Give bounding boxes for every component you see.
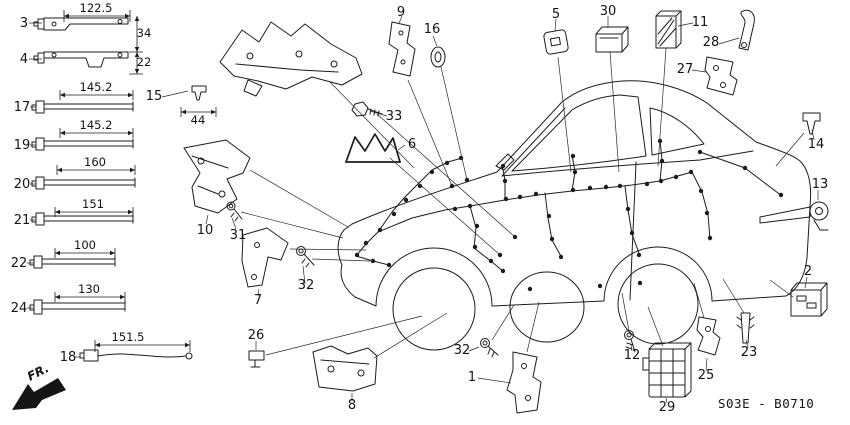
part-box-30 <box>595 26 629 53</box>
fr-direction-label: FR. <box>25 361 51 384</box>
leader-lines <box>27 15 819 404</box>
connector-dots <box>354 138 784 292</box>
dimension-122.5: 122.5 <box>80 1 113 15</box>
callout-6: 6 <box>408 137 416 152</box>
callout-27: 27 <box>677 62 694 77</box>
callout-7: 7 <box>254 293 262 308</box>
callout-21: 21 <box>14 213 31 228</box>
dimension-145.2: 145.2 <box>80 80 113 94</box>
callout-23: 23 <box>741 345 758 360</box>
part-bracket-3 <box>33 17 129 31</box>
rear-wheel <box>617 263 699 345</box>
callout-14: 14 <box>808 137 825 152</box>
part-bracket-25 <box>696 316 721 356</box>
fr-arrow-icon <box>12 378 66 410</box>
part-strip-19 <box>31 137 134 151</box>
part-box-2 <box>790 282 828 317</box>
callout-25: 25 <box>698 368 715 383</box>
dimension-lines <box>54 10 217 352</box>
part-bracket-8 <box>312 345 378 392</box>
callout-32: 32 <box>454 343 471 358</box>
part-bracket-10 <box>183 139 251 214</box>
callout-15: 15 <box>146 89 163 104</box>
part-bracket-6 <box>345 133 401 163</box>
diagram-code: S03E - B0710 <box>718 396 814 411</box>
callout-30: 30 <box>600 4 617 19</box>
part-strip-22 <box>29 255 116 269</box>
part-connector-29 <box>642 342 692 398</box>
callout-22: 22 <box>11 256 28 271</box>
callout-4: 4 <box>20 52 28 67</box>
part-bolt-31 <box>226 201 243 222</box>
dimension-labels: 122.5 34 22 145.2 145.2 160 151 100 130 151.5 44 <box>74 1 205 344</box>
callout-29: 29 <box>659 400 676 415</box>
part-bracket-13 <box>759 201 829 231</box>
dimension-100: 100 <box>74 238 96 252</box>
fr-direction: FR. <box>12 361 66 410</box>
part-strip-24 <box>29 299 126 315</box>
part-pad-11 <box>655 10 682 49</box>
wiring-harness <box>355 139 783 273</box>
part-clip-5 <box>543 29 569 55</box>
dimension-130: 130 <box>78 282 100 296</box>
dimension-151: 151 <box>82 197 104 211</box>
loose-parts <box>183 9 829 414</box>
callout-11: 11 <box>692 15 709 30</box>
part-bracket-1 <box>506 351 542 414</box>
car-body-outline <box>337 80 812 351</box>
callout-8: 8 <box>348 398 356 413</box>
dimension-34: 34 <box>137 26 152 40</box>
callout-31: 31 <box>230 228 247 243</box>
part-firewall-bracket <box>219 21 363 97</box>
part-strip-21 <box>31 212 134 226</box>
callout-10: 10 <box>197 223 214 238</box>
front-wheel <box>392 267 476 351</box>
dimension-44: 44 <box>191 113 206 127</box>
callout-2: 2 <box>804 264 812 279</box>
callout-1: 1 <box>468 370 476 385</box>
callout-26: 26 <box>248 328 265 343</box>
part-wire-18 <box>79 349 193 362</box>
part-strip-17 <box>31 100 134 114</box>
dimension-22: 22 <box>137 55 152 69</box>
callout-labels: 1234567891011121314151617181920212223242… <box>11 4 829 415</box>
part-clip-15 <box>191 85 207 101</box>
part-clip-23 <box>736 312 755 344</box>
part-strap-28 <box>738 9 755 51</box>
callout-3: 3 <box>20 16 28 31</box>
callout-9: 9 <box>397 5 405 20</box>
left-parts-column <box>29 17 207 362</box>
part-bracket-27 <box>704 56 738 96</box>
part-strip-20 <box>31 176 136 190</box>
side-mirror <box>495 153 515 171</box>
callout-32: 32 <box>298 278 315 293</box>
callout-17: 17 <box>14 100 31 115</box>
callout-16: 16 <box>424 22 441 37</box>
callout-5: 5 <box>552 7 560 22</box>
dimension-160: 160 <box>84 155 106 169</box>
far-front-wheel <box>509 271 585 343</box>
callout-33: 33 <box>386 109 403 124</box>
callout-24: 24 <box>11 301 28 316</box>
callout-13: 13 <box>812 177 829 192</box>
dimension-145.2: 145.2 <box>80 118 113 132</box>
part-bracket-4 <box>33 51 129 68</box>
callout-12: 12 <box>624 348 641 363</box>
callout-20: 20 <box>14 177 31 192</box>
part-clip-26 <box>248 350 265 368</box>
callout-18: 18 <box>60 350 77 365</box>
part-grommet-16 <box>430 46 446 68</box>
callout-19: 19 <box>14 138 31 153</box>
dimension-151.5: 151.5 <box>112 330 145 344</box>
part-clip-14 <box>802 112 821 135</box>
part-bracket-9 <box>388 21 416 77</box>
part-bracket-7 <box>241 227 289 288</box>
callout-28: 28 <box>703 35 720 50</box>
part-bolt-32b <box>480 338 499 358</box>
